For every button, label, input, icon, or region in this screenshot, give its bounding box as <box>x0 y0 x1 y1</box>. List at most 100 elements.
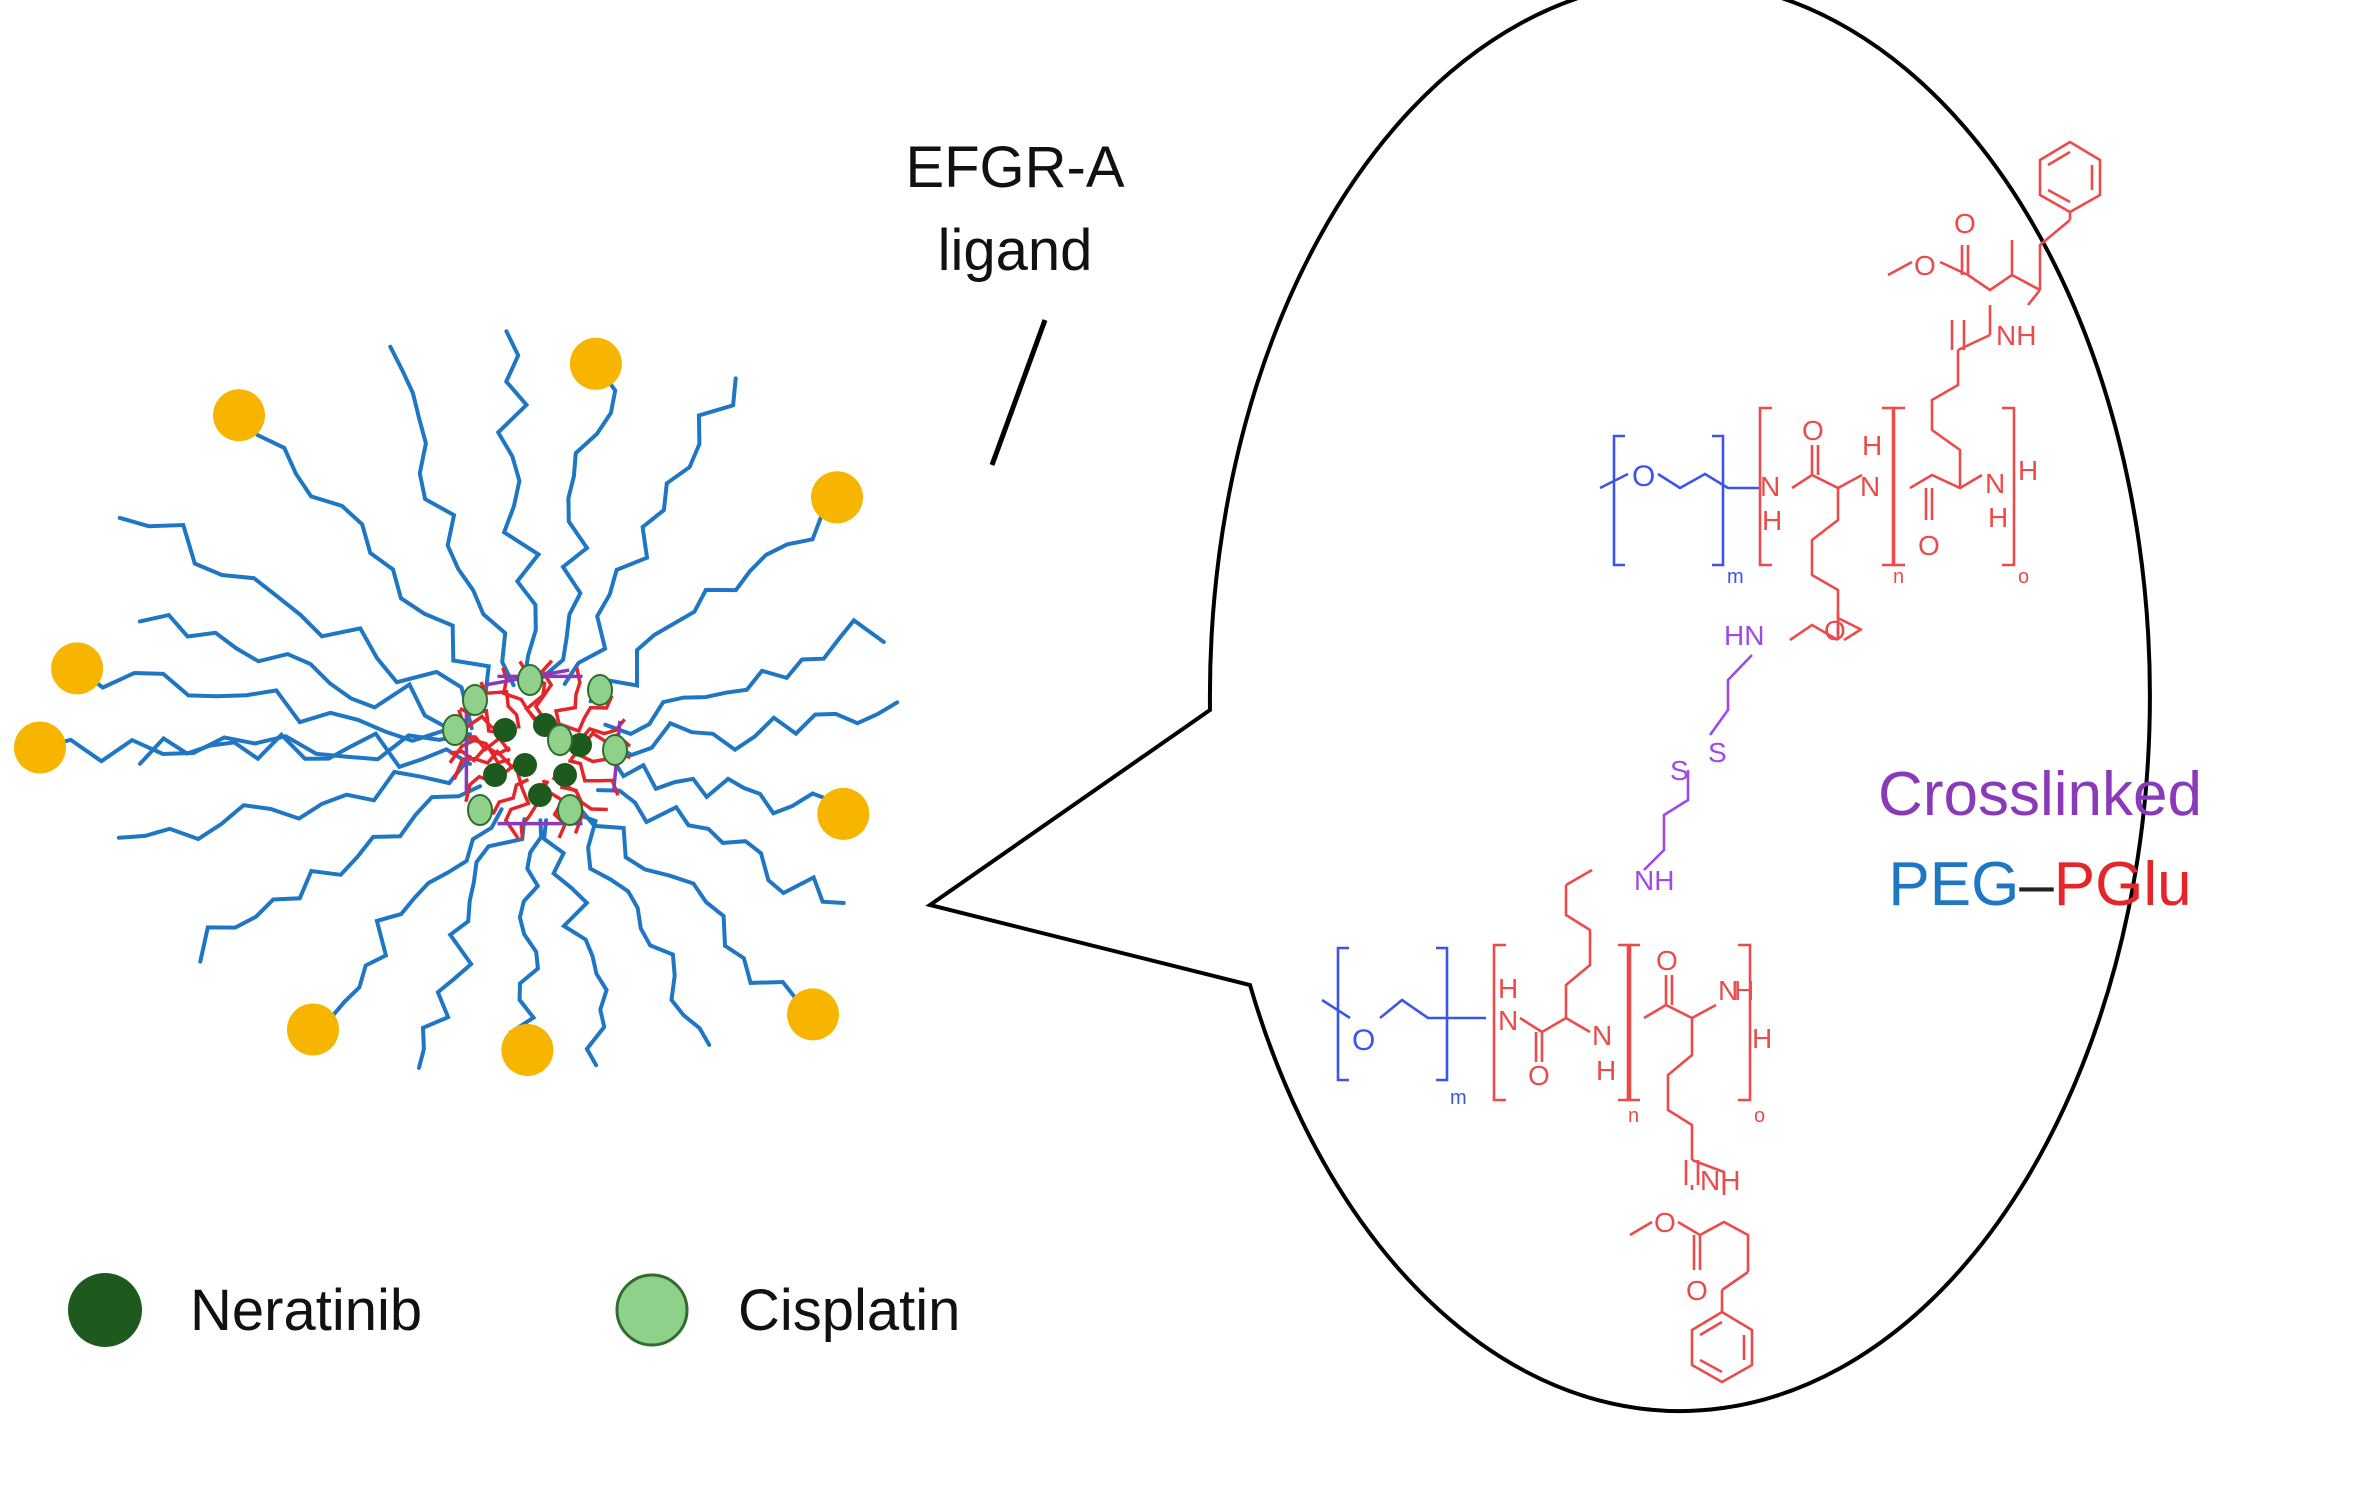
upper-peg-chain <box>1599 472 1760 490</box>
upper-n-nh-n: N <box>1760 471 1780 502</box>
upper-o-amide-h: H <box>1988 502 2008 533</box>
linker-nh: NH <box>1634 865 1674 896</box>
ligand-bead <box>811 471 863 524</box>
pglu-chain <box>533 659 554 722</box>
micelle <box>14 329 900 1076</box>
lower-n-bracket-right <box>1618 943 1632 1102</box>
neratinib-dot <box>483 763 507 787</box>
ligand-bead <box>14 721 66 774</box>
upper-ester-o: O <box>1914 250 1936 281</box>
peg-chain <box>541 818 609 1068</box>
upper-n-backbone <box>1791 445 1863 632</box>
upper-pglu-block <box>1758 320 2016 632</box>
drug-core <box>442 664 628 826</box>
upper-ester-carbonyl-o: O <box>1954 208 1976 239</box>
callout-outline <box>925 0 2152 1414</box>
neratinib-dot <box>493 718 517 742</box>
lower-o-carbonyl-o: O <box>1656 945 1678 976</box>
upper-peg-block <box>1599 434 1760 567</box>
cisplatin-dot <box>517 664 543 696</box>
lower-o-amide-h: H <box>1734 975 1754 1006</box>
lower-n-amide-n: N <box>1592 1020 1612 1051</box>
legend-neratinib-label: Neratinib <box>190 1278 422 1343</box>
peg-chain <box>311 807 504 1032</box>
crosslink-title-line2: PEG–PGlu <box>1888 850 2191 919</box>
cisplatin-dot <box>442 714 468 746</box>
neratinib-dot <box>553 763 577 787</box>
peg-chain <box>603 617 886 737</box>
peg-chain <box>198 784 483 964</box>
peg-chain <box>578 806 815 1017</box>
cisplatin-dot <box>602 734 628 766</box>
upper-peg-subscript-m: m <box>1727 566 1744 588</box>
peg-chain <box>138 731 472 770</box>
ligand-pointer-line <box>989 319 1048 466</box>
peg-chain <box>538 361 618 681</box>
lower-phe-nh: NH <box>1700 1165 1740 1196</box>
upper-o-backbone <box>1909 320 1991 520</box>
upper-o-carbonyl-o: O <box>1918 530 1940 561</box>
crosslink-title-line1: Crosslinked <box>1878 760 2202 829</box>
lower-o-bracket-left <box>1626 943 1640 1102</box>
peg-chain <box>117 755 472 842</box>
lower-o-amide-n: N <box>1718 975 1738 1006</box>
upper-subscript-n: n <box>1893 566 1904 588</box>
legend-cisplatin-label: Cisplatin <box>738 1278 960 1343</box>
peg-chain <box>137 612 471 744</box>
linker-s1: S <box>1708 737 1727 768</box>
lower-subscript-n: n <box>1628 1105 1639 1127</box>
lower-phenyl-inner <box>1699 1320 1746 1374</box>
lower-peg-chain <box>1321 998 1486 1020</box>
upper-terminal-h: H <box>2018 455 2038 486</box>
upper-peg-bracket-left <box>1612 434 1625 567</box>
upper-o-amide-n: N <box>1985 468 2005 499</box>
lower-peg-block <box>1321 946 1486 1082</box>
upper-n-nh-h: H <box>1762 505 1782 536</box>
peg-chain <box>38 732 472 764</box>
ligand-label-line1: EFGR-A <box>905 135 1124 200</box>
pglu-chain <box>448 738 511 765</box>
lower-o-bracket-right <box>1738 943 1752 1102</box>
peg-chain <box>388 344 516 688</box>
ligand-bead <box>787 988 839 1041</box>
ligand-bead <box>287 1003 339 1056</box>
lower-ester-o: O <box>1654 1207 1676 1238</box>
peg-chain <box>607 700 900 758</box>
ligand-bead <box>213 389 265 442</box>
lower-peg-bracket-right <box>1436 946 1449 1082</box>
legend-neratinib-dot <box>68 1273 142 1347</box>
peg-chains <box>38 329 900 1070</box>
peg-chain <box>495 329 542 684</box>
ligand-bead <box>817 787 870 840</box>
lower-peg-bracket-left <box>1336 946 1349 1082</box>
chemical-structure: O m N H O H N O N H H n o <box>1321 140 2102 1384</box>
cisplatin-dot <box>587 674 613 706</box>
lower-o-backbone <box>1643 975 1725 1185</box>
pglu-chain <box>553 667 582 727</box>
upper-n-bracket-left <box>1758 406 1772 567</box>
lower-n-n: N <box>1498 1005 1518 1036</box>
ligand-bead <box>51 642 104 695</box>
upper-peg-bracket-right <box>1712 434 1725 567</box>
upper-n-amide-h: H <box>1862 430 1882 461</box>
lower-terminal-h: H <box>1752 1023 1772 1054</box>
lower-n-carbonyl-o: O <box>1528 1060 1550 1091</box>
neratinib-dot <box>513 753 537 777</box>
title-dash: – <box>2019 850 2054 919</box>
cisplatin-dot <box>467 794 493 826</box>
peg-chain <box>417 817 527 1070</box>
upper-subscript-o: o <box>2018 566 2029 588</box>
cisplatin-dot <box>547 724 573 756</box>
upper-o-bracket-left <box>1891 406 1905 567</box>
upper-phenyl-inner <box>2047 150 2094 204</box>
upper-n-amide-n: N <box>1860 471 1880 502</box>
upper-phe-nh: NH <box>1996 320 2036 351</box>
linker-carbonyl-o-upper: O <box>1824 615 1846 646</box>
ligand-bead <box>569 337 622 390</box>
peg-chain <box>588 495 839 704</box>
ligand-label-line2: ligand <box>938 218 1093 283</box>
lower-pglu-block <box>1492 868 1752 1185</box>
lower-ester-bonds <box>1629 1172 1750 1292</box>
